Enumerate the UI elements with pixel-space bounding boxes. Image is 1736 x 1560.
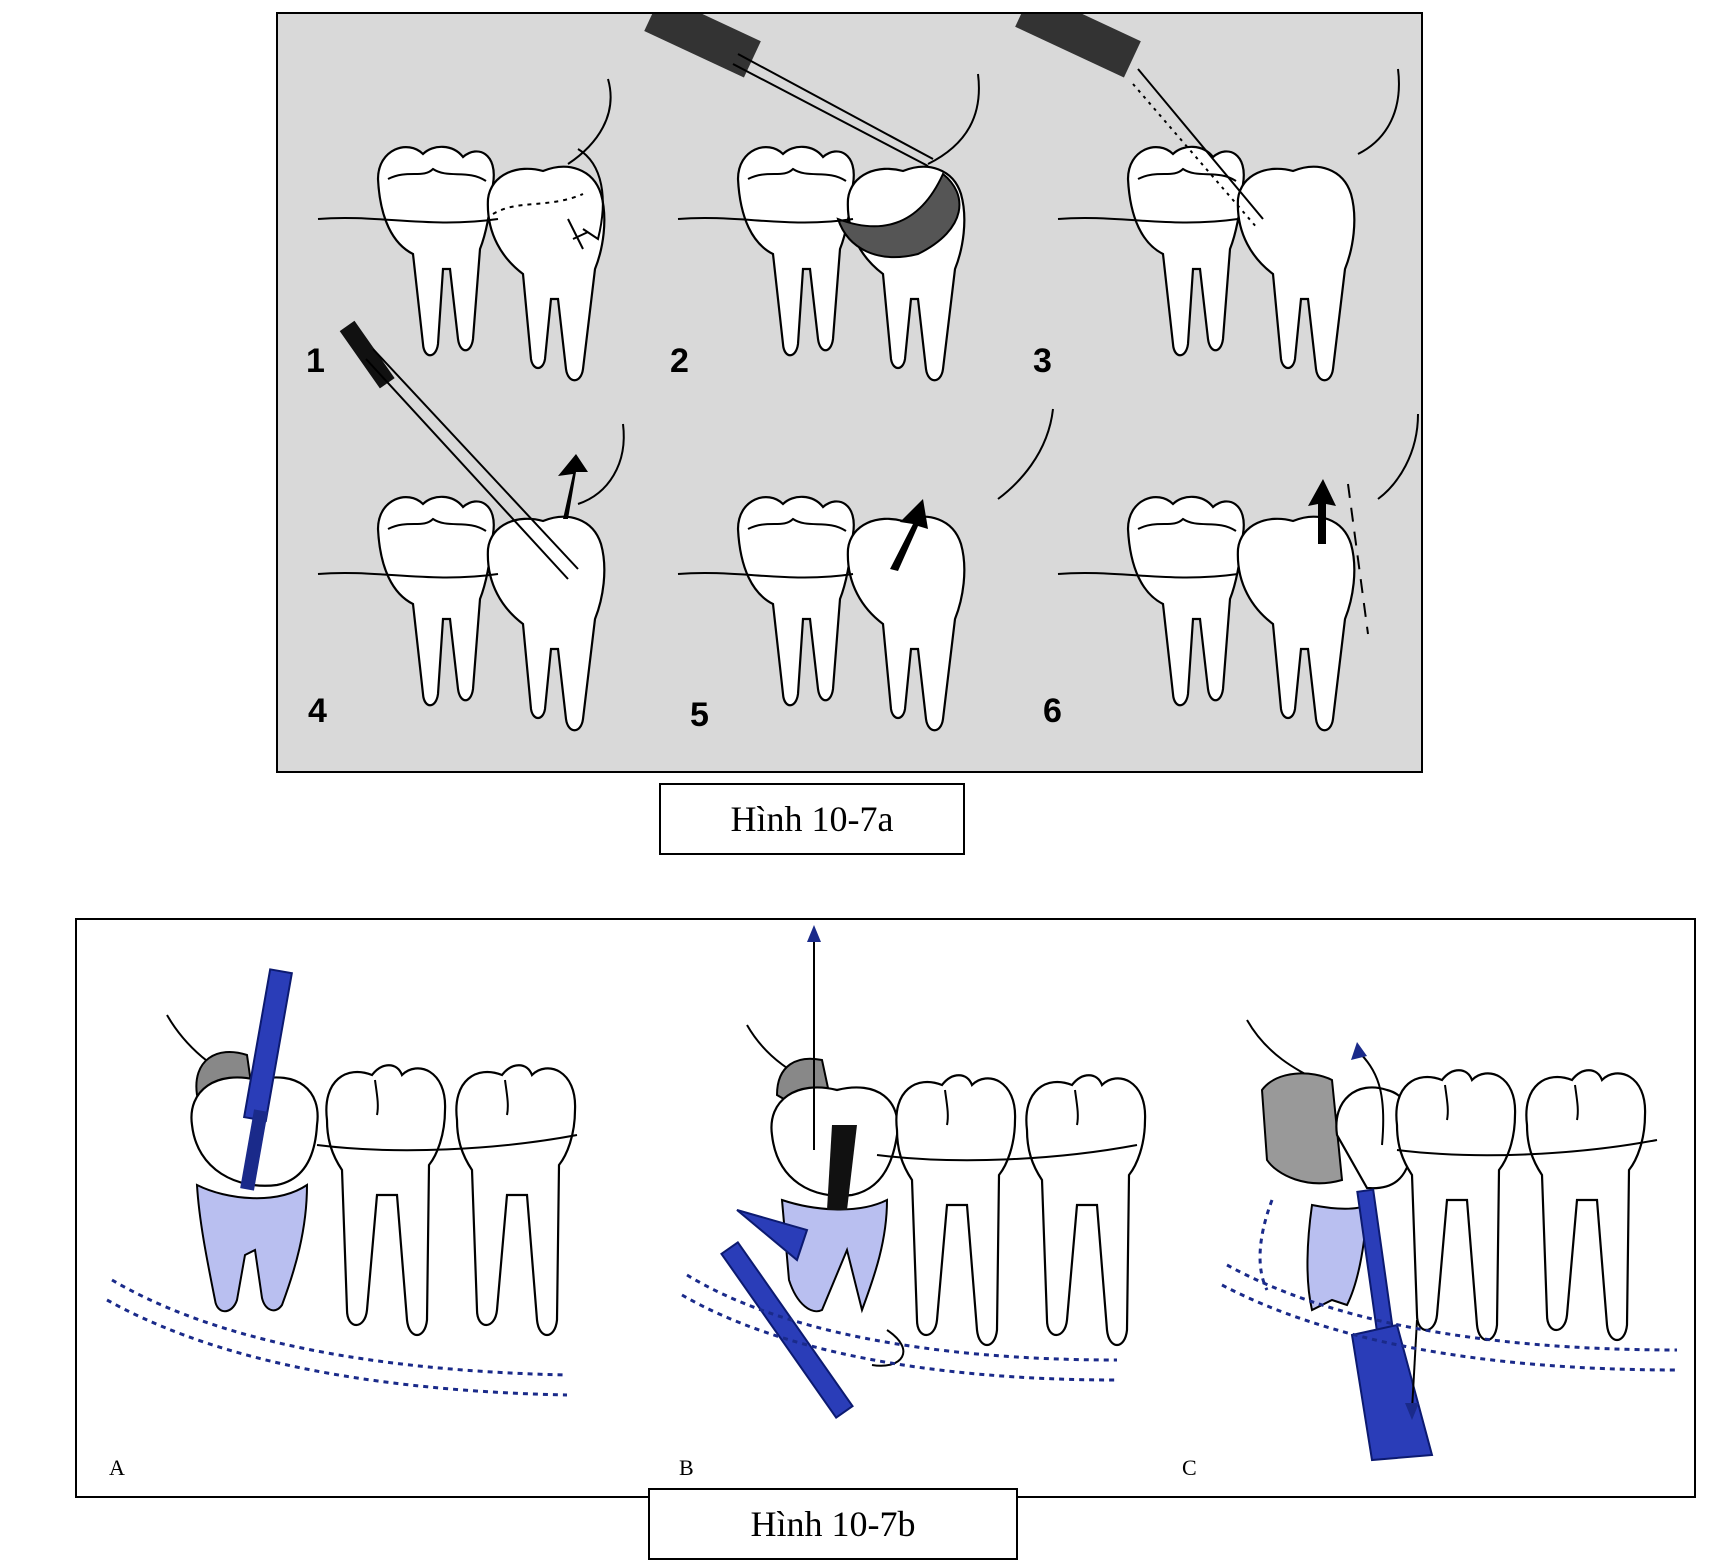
step-4-illustration	[317, 320, 625, 732]
step-number-1: 1	[306, 342, 325, 380]
figure-caption-b: Hình 10-7b	[648, 1488, 1018, 1560]
figure-10-7a-drawing: 1 2 3 4 5 6	[306, 14, 1419, 734]
figure-10-7a-panel: 1 2 3 4 5 6	[276, 12, 1423, 773]
panel-label-c: C	[1182, 1455, 1197, 1480]
panel-c-illustration: C	[1182, 1019, 1678, 1480]
figure-caption-a: Hình 10-7a	[659, 783, 965, 855]
panel-label-a: A	[109, 1455, 125, 1480]
step-number-3: 3	[1033, 342, 1052, 380]
panel-label-b: B	[679, 1455, 694, 1480]
panel-a-illustration: A	[106, 968, 578, 1480]
step-3-illustration	[1015, 14, 1400, 382]
step-number-6: 6	[1043, 692, 1062, 730]
step-number-4: 4	[308, 692, 327, 730]
step-number-5: 5	[690, 696, 709, 734]
figure-10-7b-panel: A B	[75, 918, 1696, 1498]
panel-b-illustration: B	[679, 925, 1147, 1480]
figure-10-7b-drawing: A B	[106, 925, 1678, 1480]
step-1-illustration	[317, 78, 612, 382]
step-2-illustration	[644, 14, 980, 382]
step-5-illustration	[677, 408, 1054, 732]
step-6-illustration	[1057, 413, 1419, 732]
step-number-2: 2	[670, 342, 689, 380]
